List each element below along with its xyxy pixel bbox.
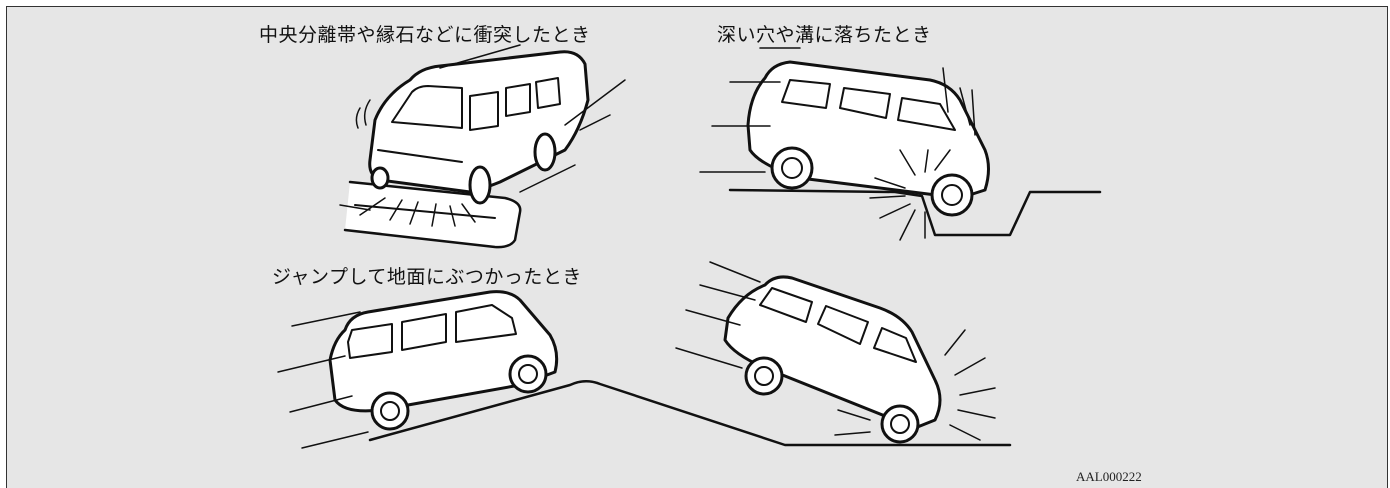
scene-median-strip	[339, 44, 626, 249]
caption-deep-hole: 深い穴や溝に落ちたとき	[717, 24, 932, 46]
caption-median-strip: 中央分離帯や縁石などに衝突したとき	[259, 24, 591, 46]
caption-jump: ジャンプして地面にぶつかったとき	[272, 266, 582, 288]
scene-jump	[277, 261, 1012, 449]
scene-deep-hole	[699, 47, 1102, 241]
illustration-panel	[6, 6, 1388, 488]
figure-code: AAL000222	[1076, 469, 1142, 484]
